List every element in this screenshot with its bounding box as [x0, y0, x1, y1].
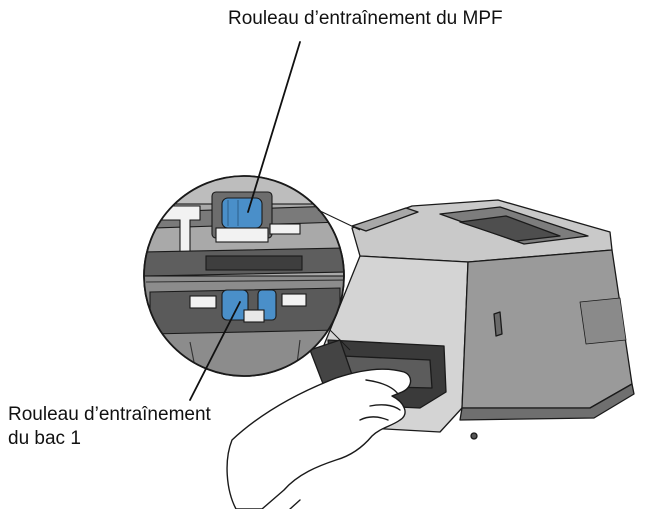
label-tray1-roller-line1: Rouleau d’entraînement	[8, 404, 211, 425]
label-mpf-roller: Rouleau d’entraînement du MPF	[228, 8, 503, 29]
leader-lines	[189, 41, 301, 401]
label-tray1-roller: Rouleau d’entraînement du bac 1	[8, 403, 211, 451]
leader-line-tray1	[189, 301, 241, 401]
leader-line-mpf	[247, 41, 301, 213]
label-tray1-roller-line2: du bac 1	[8, 428, 81, 449]
hand-illustration	[226, 368, 412, 509]
